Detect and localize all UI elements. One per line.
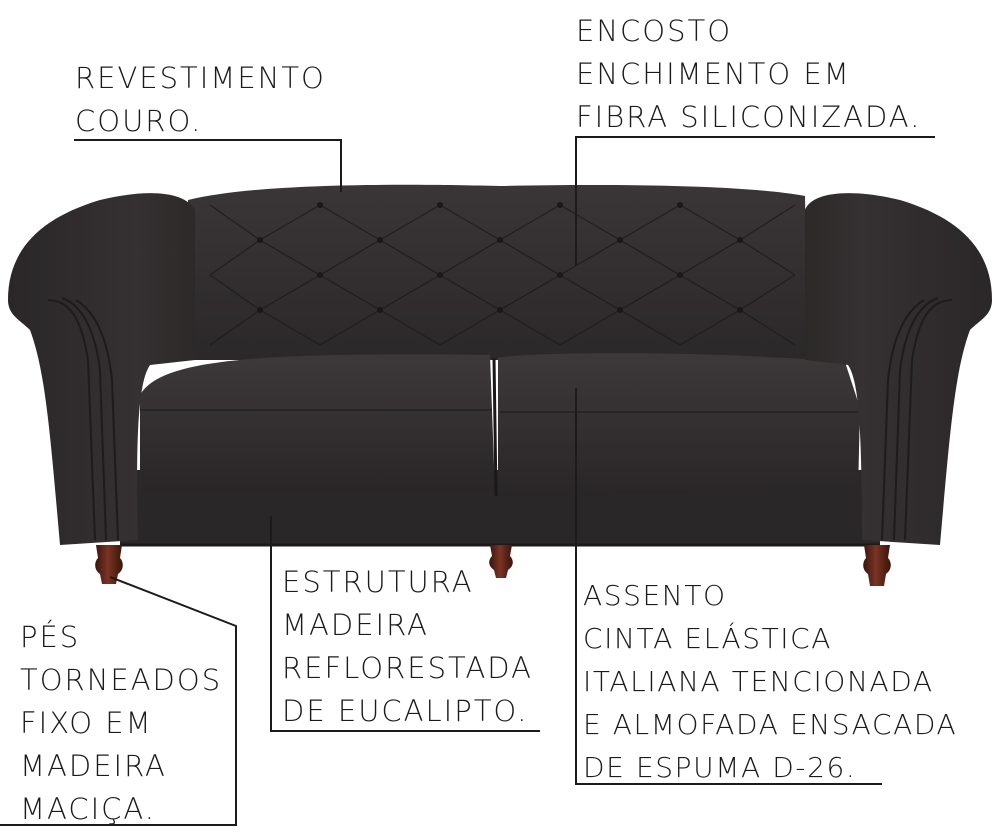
leader-assento — [575, 388, 882, 785]
sofa-arm-right — [805, 193, 992, 546]
callout-line: ESTRUTURA — [282, 565, 474, 599]
callout-line: FIBRA SILICONIZADA. — [576, 100, 922, 134]
callout-line: PÉS — [20, 620, 81, 654]
sofa-legs — [95, 545, 891, 586]
leg-right — [863, 545, 891, 586]
leader-encosto — [575, 136, 935, 266]
sofa-arm-left — [8, 193, 195, 546]
leader-revestimento — [74, 139, 342, 192]
callout-line: ITALIANA TENCIONADA — [583, 665, 934, 698]
callout-line: TORNEADOS — [20, 663, 223, 697]
callout-line: MADEIRA — [20, 749, 167, 783]
callout-line: MADEIRA — [282, 608, 429, 642]
callout-line: COURO. — [75, 104, 203, 138]
callout-line: ASSENTO — [583, 579, 727, 612]
leader-pes — [0, 576, 237, 826]
callout-revestimento: REVESTIMENTO COURO. — [75, 57, 326, 143]
callout-line: MACIÇA. — [20, 792, 156, 826]
callout-encosto: ENCOSTO ENCHIMENTO EM FIBRA SILICONIZADA… — [576, 10, 921, 139]
callout-line: DE ESPUMA D-26. — [583, 751, 857, 784]
callout-line: REVESTIMENTO — [75, 61, 326, 95]
callout-line: FIXO EM — [20, 706, 153, 740]
seat-cushion-left — [140, 354, 495, 493]
callout-line: DE EUCALIPTO. — [282, 694, 529, 728]
leg-left — [95, 545, 123, 584]
callout-line: ENCOSTO — [576, 14, 733, 48]
callout-line: E ALMOFADA ENSACADA — [583, 708, 958, 741]
callout-line: REFLORESTADA — [282, 651, 533, 685]
leg-center — [489, 545, 513, 578]
leader-lines — [0, 136, 935, 826]
sofa-backrest — [188, 184, 808, 360]
tufting-buttons — [257, 202, 743, 313]
leader-estrutura — [270, 516, 540, 732]
callout-pes: PÉS TORNEADOS FIXO EM MADEIRA MACIÇA. — [20, 616, 222, 831]
callout-line: CINTA ELÁSTICA — [583, 622, 833, 655]
seat-cushion-right — [498, 353, 860, 496]
callout-estrutura: ESTRUTURA MADEIRA REFLORESTADA DE EUCALI… — [282, 561, 533, 733]
callout-assento: ASSENTO CINTA ELÁSTICA ITALIANA TENCIONA… — [583, 574, 957, 789]
callout-line: ENCHIMENTO EM — [576, 57, 851, 91]
